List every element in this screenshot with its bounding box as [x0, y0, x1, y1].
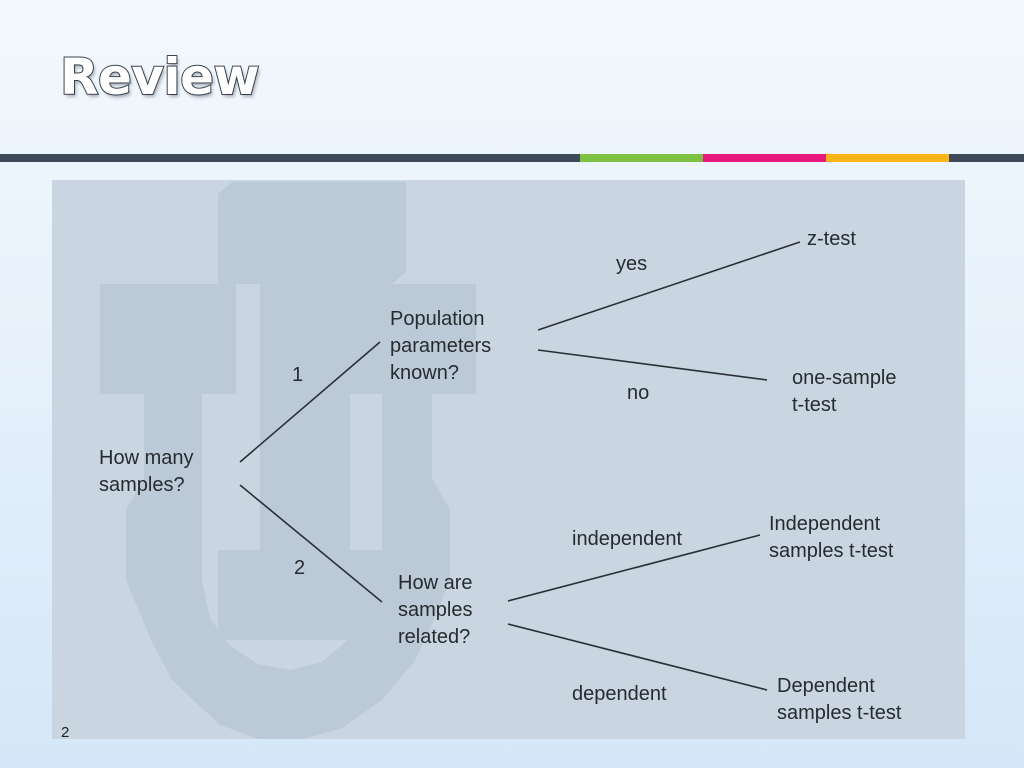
node-independent-samples-t-test: Independent samples t-test — [769, 513, 894, 562]
node-how-many-samples: How many samples? — [99, 447, 194, 496]
header-divider-bar — [0, 154, 1024, 162]
slide-number: 2 — [61, 724, 70, 741]
watermark-i-shape — [218, 194, 392, 640]
node-dependent-samples-t-test: Dependent samples t-test — [777, 675, 902, 724]
edge-root-to-related — [239, 484, 383, 603]
node-one-sample-t-test: one-sample t-test — [792, 367, 897, 416]
edge-label-one: 1 — [292, 364, 304, 386]
accent-stripe-gold — [826, 154, 949, 162]
edge-related-to-independent — [507, 534, 761, 602]
edge-label-independent: independent — [572, 528, 683, 550]
edge-label-two: 2 — [294, 557, 306, 579]
edge-label-yes: yes — [616, 253, 648, 275]
tree-edges — [239, 241, 801, 691]
accent-stripe-green — [580, 154, 703, 162]
edge-label-no: no — [627, 382, 650, 404]
slide-title: Review — [59, 48, 261, 106]
accent-stripe-pink — [703, 154, 826, 162]
node-how-are-samples-related: How are samples related? — [398, 572, 473, 648]
university-monogram-watermark — [100, 182, 476, 739]
edge-population-to-z-test — [537, 241, 801, 331]
node-population-parameters-known: Population parameters known? — [390, 308, 492, 384]
edge-population-to-one-sample — [537, 349, 768, 381]
edge-related-to-dependent — [507, 623, 768, 691]
node-z-test: z-test — [807, 228, 856, 250]
decision-tree-diagram — [100, 182, 801, 739]
watermark-i-bevel — [218, 182, 406, 284]
edge-root-to-population — [239, 341, 381, 463]
decision-tree-panel: How many samples? Population parameters … — [52, 180, 965, 739]
edge-label-dependent: dependent — [572, 683, 667, 705]
